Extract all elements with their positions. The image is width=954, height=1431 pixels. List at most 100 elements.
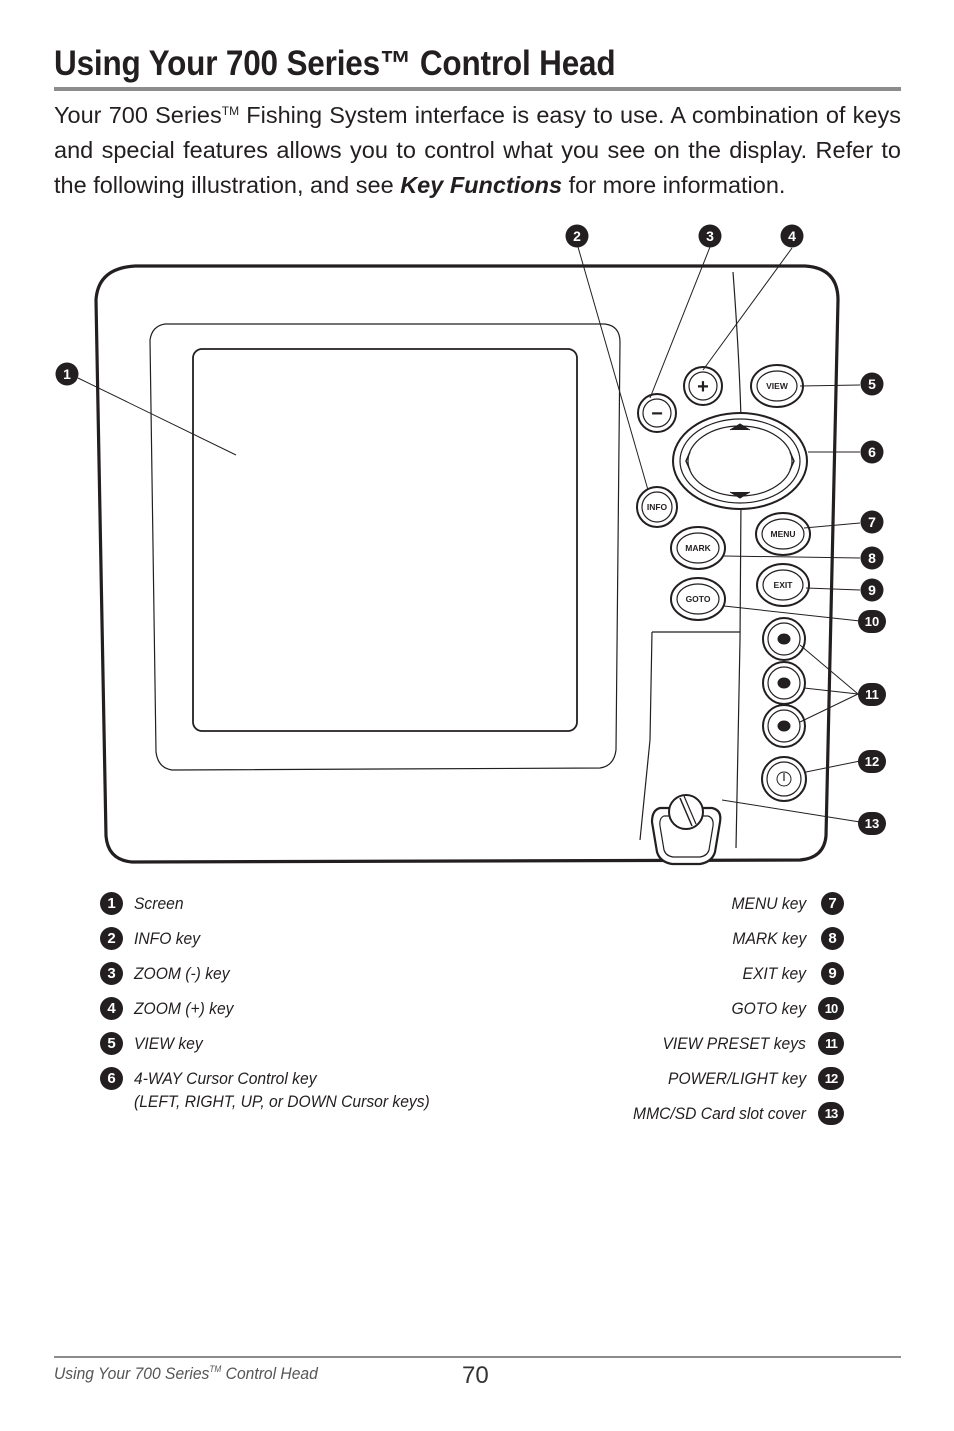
legend-number: 3 [100,962,123,985]
footer-text-1: Using Your 700 Series [54,1364,210,1383]
callout-11: 11 [858,683,886,706]
legend-label: ZOOM (-) key [134,964,230,983]
legend-label: MARK key [732,929,806,948]
callout-1: 1 [55,362,79,386]
svg-text:3: 3 [706,228,714,244]
legend-item: 5 VIEW key [100,1030,540,1065]
footer-rule [54,1356,901,1358]
callout-13: 13 [858,812,886,835]
footer-text: Using Your 700 SeriesTM Control Head [54,1364,318,1384]
title-rule [54,87,901,91]
callout-2: 2 [565,224,589,248]
legend-number: 7 [821,892,844,915]
legend-item: GOTO key 10 [560,995,844,1030]
callout-8: 8 [860,546,884,570]
svg-text:MARK: MARK [685,543,711,553]
legend-label: 4-WAY Cursor Control key [134,1069,317,1088]
cursor-down-icon [729,491,751,499]
svg-text:12: 12 [865,754,879,769]
intro-text-1: Your 700 Series [54,102,222,128]
legend-item: EXIT key 9 [560,960,844,995]
cursor-up-icon [729,423,751,431]
menu-key[interactable]: MENU [755,512,811,556]
svg-text:INFO: INFO [647,502,668,512]
legend-label: MENU key [731,894,806,913]
cursor-pad[interactable] [672,412,808,510]
legend-label: POWER/LIGHT key [667,1069,806,1088]
view-preset-key-2[interactable] [762,661,806,705]
legend-item: MENU key 7 [560,890,844,925]
legend-number: 4 [100,997,123,1020]
legend-number: 8 [821,927,844,950]
power-icon [776,771,792,787]
zoom-plus-key[interactable]: + [683,366,723,406]
legend-item: 1 Screen [100,890,540,925]
intro-text-2: Fishing System interface is easy to use.… [54,102,901,198]
card-slot-area [639,631,740,841]
view-preset-key-3[interactable] [762,704,806,748]
legend-label: Screen [134,894,184,913]
svg-text:2: 2 [573,228,581,244]
intro-text-3: for more information. [562,172,786,198]
legend-item: MARK key 8 [560,925,844,960]
svg-text:VIEW: VIEW [766,381,789,391]
svg-text:4: 4 [788,228,796,244]
legend-label: MMC/SD Card slot cover [633,1104,806,1123]
svg-text:9: 9 [868,582,876,598]
power-light-key[interactable] [761,756,807,802]
legend-number: 1 [100,892,123,915]
callout-12: 12 [858,750,886,773]
page-number: 70 [462,1362,489,1389]
legend-number: 6 [100,1067,123,1090]
legend-number: 11 [818,1032,844,1055]
footer-trademark: TM [209,1364,222,1374]
legend-item: 3 ZOOM (-) key [100,960,540,995]
legend-item: 6 4-WAY Cursor Control key (LEFT, RIGHT, U… [100,1065,540,1111]
svg-text:13: 13 [865,816,879,831]
keypad-divider [732,271,743,849]
svg-text:10: 10 [865,614,879,629]
svg-text:GOTO: GOTO [686,594,711,604]
page-title: Using Your 700 Series™ Control Head [54,44,616,83]
legend-item: POWER/LIGHT key 12 [560,1065,844,1100]
screen [192,348,578,732]
legend-label: ZOOM (+) key [134,999,234,1018]
callout-10: 10 [858,610,886,633]
view-preset-key-1[interactable] [762,617,806,661]
callout-7: 7 [860,510,884,534]
screen-bezel [149,323,621,771]
callout-9: 9 [860,578,884,602]
exit-key[interactable]: EXIT [756,563,810,607]
svg-text:6: 6 [868,444,876,460]
svg-text:8: 8 [868,550,876,566]
legend-label: GOTO key [731,999,806,1018]
legend-number: 9 [821,962,844,985]
svg-text:1: 1 [63,366,71,382]
trademark-mark: TM [221,104,240,118]
legend-label: VIEW PRESET keys [662,1034,806,1053]
legend-right: MENU key 7 MARK key 8 EXIT key 9 GOTO key 10… [560,890,844,1135]
legend-number: 10 [818,997,844,1020]
legend-number: 5 [100,1032,123,1055]
legend-label: VIEW key [134,1034,203,1053]
zoom-minus-key[interactable]: − [637,393,677,433]
card-slot-latch[interactable] [650,794,722,866]
svg-text:EXIT: EXIT [774,580,794,590]
legend-label-line-2: (LEFT, RIGHT, UP, or DOWN Cursor keys) [134,1092,430,1111]
view-key[interactable]: VIEW [750,364,804,408]
legend-number: 12 [818,1067,844,1090]
key-functions-link[interactable]: Key Functions [400,172,563,198]
svg-text:MENU: MENU [770,529,795,539]
cursor-left-icon [685,451,691,471]
control-head-diagram: + − VIEW INFO MARK GOTO [55,224,886,866]
legend-label: INFO key [134,929,201,948]
legend-number: 13 [818,1102,844,1125]
mark-key[interactable]: MARK [670,526,726,570]
legend-label: EXIT key [742,964,806,983]
goto-key[interactable]: GOTO [670,577,726,621]
svg-text:+: + [697,376,709,398]
info-key[interactable]: INFO [636,486,678,528]
footer-text-2: Control Head [221,1364,318,1383]
